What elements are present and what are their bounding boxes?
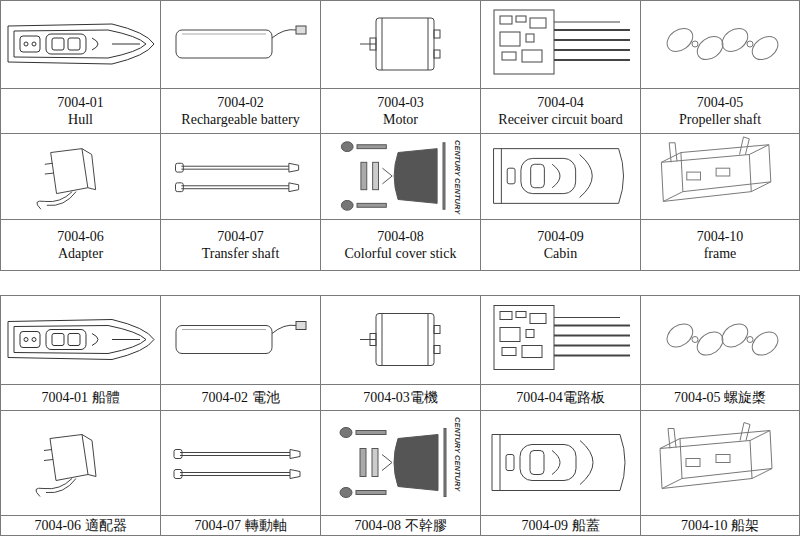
part-number: 7004-03 — [377, 94, 424, 111]
part-number: 7004-07 轉動軸 — [194, 517, 286, 534]
part-cell: 7004-07Transfer shaft — [160, 133, 321, 271]
cell-divider — [321, 88, 480, 89]
part-cell: 7004-01 船體 — [0, 295, 161, 411]
part-label: 7004-05Propeller shaft — [641, 89, 799, 133]
part-cell: 7004-09 船蓋 — [480, 410, 641, 536]
part-label: 7004-04Receiver circuit board — [481, 89, 640, 133]
part-name: Colorful cover stick — [345, 245, 457, 262]
part-number: 7004-04 — [537, 94, 584, 111]
part-number: 7004-10 船架 — [681, 517, 759, 534]
part-name: Rechargeable battery — [181, 111, 299, 128]
sticker-text: CENTURY CENTURY — [453, 417, 462, 491]
part-name: Propeller shaft — [679, 111, 761, 128]
part-cell: 7004-04電路板 — [480, 295, 641, 411]
part-cell: 7004-02 電池 — [160, 295, 321, 411]
part-name: frame — [704, 245, 737, 262]
part-label: 7004-10 船架 — [641, 516, 799, 535]
part-name: Motor — [383, 111, 418, 128]
cell-divider — [641, 219, 799, 220]
cell-divider — [481, 219, 640, 220]
cell-divider — [1, 384, 160, 385]
part-number: 7004-07 — [217, 228, 264, 245]
part-cell: 7004-03Motor — [320, 0, 481, 134]
part-number: 7004-09 船蓋 — [521, 517, 599, 534]
part-label: 7004-10frame — [641, 220, 799, 270]
cell-divider — [161, 384, 320, 385]
part-number: 7004-02 — [217, 94, 264, 111]
part-name: Hull — [68, 111, 93, 128]
part-cell: 7004-02Rechargeable battery — [160, 0, 321, 134]
cell-divider — [481, 515, 640, 516]
part-label: 7004-08Colorful cover stick — [321, 220, 480, 270]
part-cell: 7004-09Cabin — [480, 133, 641, 271]
cell-divider — [1, 219, 160, 220]
cell-divider — [321, 384, 480, 385]
part-label: 7004-07 轉動軸 — [161, 516, 320, 535]
cell-divider — [641, 515, 799, 516]
part-label: 7004-04電路板 — [481, 385, 640, 410]
part-cell: 7004-03電機 — [320, 295, 481, 411]
part-label: 7004-02Rechargeable battery — [161, 89, 320, 133]
part-label: 7004-06 適配器 — [1, 516, 160, 535]
cell-divider — [161, 219, 320, 220]
part-number: 7004-01 船體 — [41, 389, 119, 406]
part-cell: 7004-10 船架 — [640, 410, 800, 536]
part-label: 7004-05 螺旋槳 — [641, 385, 799, 410]
part-number: 7004-03電機 — [363, 389, 438, 406]
cell-divider — [161, 88, 320, 89]
part-number: 7004-05 — [697, 94, 744, 111]
part-number: 7004-06 適配器 — [34, 517, 126, 534]
part-label: 7004-01 船體 — [1, 385, 160, 410]
part-label: 7004-09 船蓋 — [481, 516, 640, 535]
part-label: 7004-02 電池 — [161, 385, 320, 410]
part-cell: 7004-01Hull — [0, 0, 161, 134]
part-label: 7004-06Adapter — [1, 220, 160, 270]
part-number: 7004-02 電池 — [201, 389, 279, 406]
cell-divider — [481, 88, 640, 89]
part-number: 7004-06 — [57, 228, 104, 245]
part-name: Cabin — [544, 245, 577, 262]
part-number: 7004-01 — [57, 94, 104, 111]
part-number: 7004-08 — [377, 228, 424, 245]
cell-divider — [321, 515, 480, 516]
cell-divider — [161, 515, 320, 516]
part-cell: 7004-10frame — [640, 133, 800, 271]
part-name: Transfer shaft — [202, 245, 280, 262]
part-number: 7004-04電路板 — [516, 389, 605, 406]
part-label: 7004-09Cabin — [481, 220, 640, 270]
cell-divider — [1, 515, 160, 516]
cell-divider — [321, 219, 480, 220]
part-label: 7004-03電機 — [321, 385, 480, 410]
part-number: 7004-10 — [697, 228, 744, 245]
part-label: 7004-07Transfer shaft — [161, 220, 320, 270]
cell-divider — [641, 384, 799, 385]
part-cell: 7004-08Colorful cover stick CENTURY CENTU… — [320, 133, 481, 271]
part-number: 7004-08 不幹膠 — [354, 517, 446, 534]
part-cell: 7004-04Receiver circuit board — [480, 0, 641, 134]
part-label: 7004-01Hull — [1, 89, 160, 133]
part-label: 7004-03Motor — [321, 89, 480, 133]
part-cell: 7004-08 不幹膠 CENTURY CENTURY — [320, 410, 481, 536]
cell-divider — [1, 88, 160, 89]
part-cell: 7004-06 適配器 — [0, 410, 161, 536]
part-cell: 7004-06Adapter — [0, 133, 161, 271]
part-cell: 7004-07 轉動軸 — [160, 410, 321, 536]
sticker-text: CENTURY CENTURY — [453, 140, 462, 214]
part-number: 7004-09 — [537, 228, 584, 245]
part-cell: 7004-05Propeller shaft — [640, 0, 800, 134]
part-label: 7004-08 不幹膠 — [321, 516, 480, 535]
cell-divider — [641, 88, 799, 89]
cell-divider — [481, 384, 640, 385]
part-name: Receiver circuit board — [498, 111, 622, 128]
part-number: 7004-05 螺旋槳 — [674, 389, 766, 406]
part-name: Adapter — [58, 245, 103, 262]
part-cell: 7004-05 螺旋槳 — [640, 295, 800, 411]
